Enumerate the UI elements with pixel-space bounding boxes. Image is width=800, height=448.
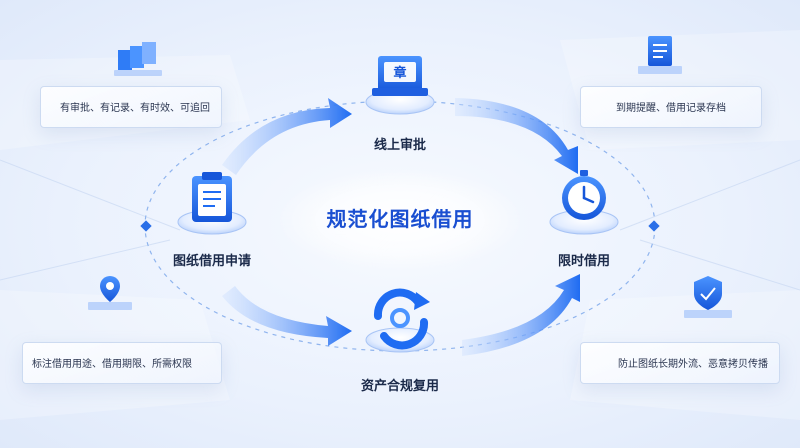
card-top-left — [40, 86, 222, 128]
diagram-title: 规范化图纸借用 — [326, 209, 474, 231]
shield-icon — [684, 276, 732, 318]
arrow-apply-to-approval — [222, 98, 352, 175]
arrow-approval-to-limited — [455, 98, 578, 174]
stamp-icon: 章 — [372, 56, 428, 96]
recycle-icon — [373, 288, 430, 350]
clipboard-icon — [192, 172, 232, 222]
node-approval-label: 线上审批 — [373, 137, 426, 152]
card-bottom-left — [22, 342, 222, 384]
ring-diamond-right — [648, 220, 660, 232]
ring-diamond-left — [140, 220, 152, 232]
document-icon — [638, 36, 682, 74]
node-reuse-label: 资产合规复用 — [360, 378, 439, 393]
card-bottom-right-text: 防止图纸长期外流、恶意拷贝传播 — [618, 359, 768, 370]
card-bottom-right — [580, 342, 780, 384]
card-bottom-left-text: 标注借用用途、借用期限、所需权限 — [32, 359, 192, 370]
location-pin-icon — [88, 276, 132, 310]
documents-icon — [114, 42, 162, 76]
flow-arrows — [222, 98, 580, 356]
stamp-char: 章 — [393, 65, 406, 80]
card-top-left-text: 有审批、有记录、有时效、可追回 — [60, 103, 210, 114]
card-top-right — [580, 86, 762, 128]
stopwatch-icon — [562, 170, 606, 220]
node-limited-label: 限时借用 — [557, 253, 610, 268]
arrow-apply-to-reuse — [222, 286, 352, 346]
card-top-right-text: 到期提醒、借用记录存档 — [616, 103, 726, 114]
center-glow — [280, 170, 520, 270]
arrow-reuse-to-limited — [462, 274, 580, 356]
node-apply-label: 图纸借用申请 — [172, 253, 251, 268]
